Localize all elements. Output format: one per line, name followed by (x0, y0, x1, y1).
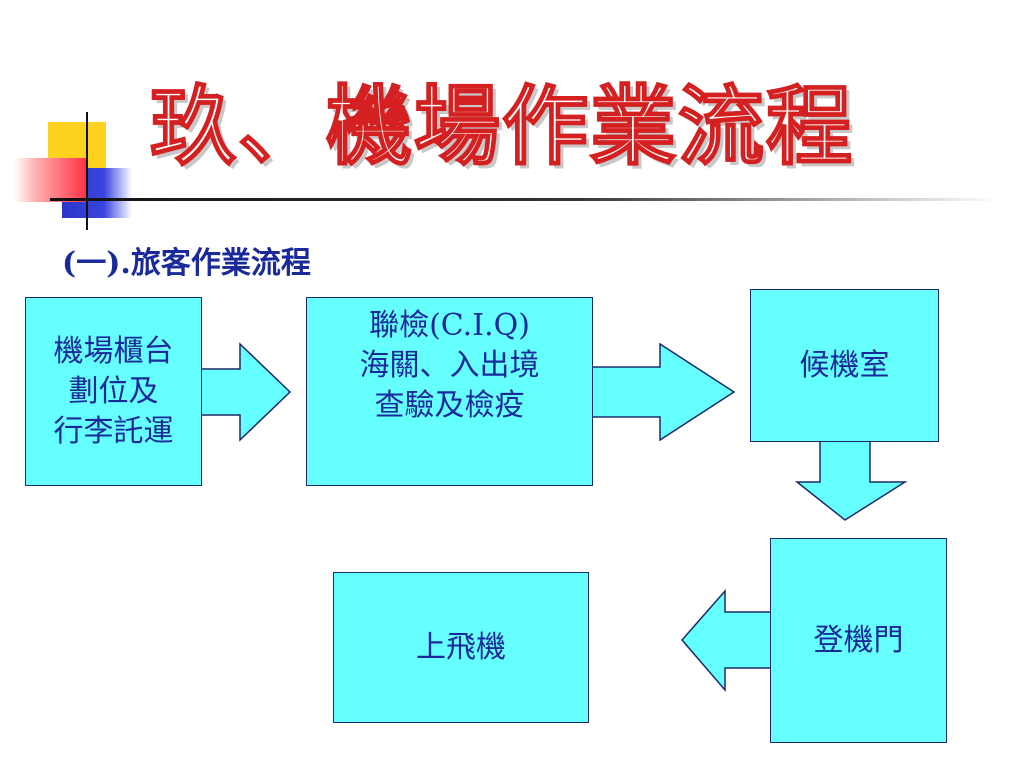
step-board-plane-label: 上飛機 (416, 629, 506, 665)
step-ciq-line-1: 聯檢(C.I.Q) (369, 308, 530, 343)
step-waiting-room-label: 候機室 (799, 347, 890, 383)
step-waiting-room-box: 候機室 (750, 289, 939, 442)
arrow-checkin-to-ciq (200, 342, 292, 442)
arrow-ciq-to-waiting (591, 342, 736, 442)
logo-red-square (14, 158, 86, 202)
step-boarding-gate-label: 登機門 (813, 622, 904, 658)
slide-title: 玖、機場作業流程 (149, 76, 854, 178)
step-board-plane-box: 上飛機 (333, 572, 589, 723)
step-ciq-box: 聯檢(C.I.Q) 海關、入出境 查驗及檢疫 (306, 297, 593, 486)
step-checkin-line-1: 機場櫃台 (53, 333, 174, 369)
step-ciq-line-2: 海關、入出境 (359, 348, 540, 383)
title-underline (50, 198, 1000, 201)
step-ciq-line-3: 查驗及檢疫 (374, 388, 525, 423)
arrow-waiting-to-gate (794, 440, 908, 521)
arrow-gate-to-board (681, 589, 772, 693)
step-boarding-gate-box: 登機門 (770, 538, 947, 743)
logo-vertical-line (86, 112, 88, 230)
step-checkin-line-2: 劃位及 (68, 373, 159, 409)
step-checkin-box: 機場櫃台 劃位及 行李託運 (25, 297, 202, 486)
decorative-logo (0, 0, 160, 240)
step-checkin-line-3: 行李託運 (53, 413, 174, 449)
section-subtitle: (一).旅客作業流程 (62, 246, 311, 281)
